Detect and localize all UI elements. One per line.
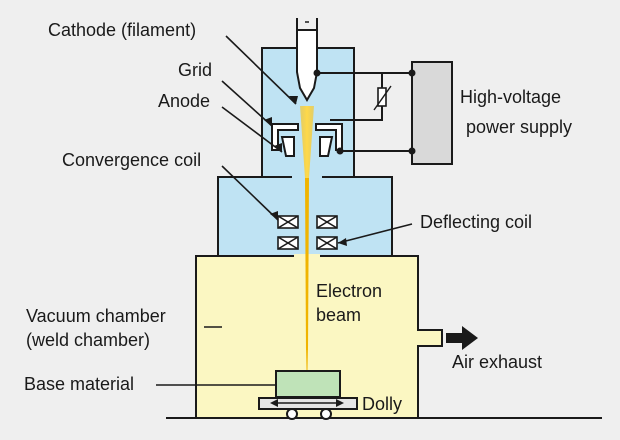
cathode-label: Cathode (filament) bbox=[48, 20, 196, 40]
deflecting-coil-label: Deflecting coil bbox=[420, 212, 532, 232]
gun-lower-column bbox=[217, 176, 393, 257]
dolly-arrow-left-icon bbox=[270, 399, 278, 407]
variable-resistor-icon bbox=[373, 85, 392, 111]
anode-right bbox=[319, 136, 334, 157]
high-voltage-power-supply bbox=[411, 61, 453, 165]
electron-label: Electron bbox=[316, 281, 382, 301]
leader-line bbox=[225, 35, 297, 105]
exhaust-arrow-icon bbox=[446, 326, 478, 350]
leader-arrowhead bbox=[289, 96, 298, 104]
convergence-coil bbox=[277, 215, 338, 229]
cathode-filament bbox=[296, 18, 318, 102]
dolly-label: Dolly bbox=[362, 394, 402, 414]
leader-arrowhead bbox=[274, 143, 282, 152]
dolly-wheel-right bbox=[320, 408, 332, 420]
deflecting-coil bbox=[277, 236, 338, 250]
exhaust-pipe bbox=[418, 329, 443, 347]
leader-arrowhead bbox=[264, 117, 272, 126]
grid-label: Grid bbox=[178, 60, 212, 80]
power-supply-label: power supply bbox=[466, 117, 572, 137]
terminal-dot bbox=[408, 147, 416, 155]
dolly-arrow-right-icon bbox=[336, 399, 344, 407]
beam-label: beam bbox=[316, 305, 361, 325]
leader-line bbox=[221, 80, 273, 127]
convergence-coil-label: Convergence coil bbox=[62, 150, 201, 170]
base-material bbox=[275, 370, 341, 398]
dolly-wheel-left bbox=[286, 408, 298, 420]
terminal-dot bbox=[408, 69, 416, 77]
leader-line bbox=[221, 106, 283, 153]
electron-beam bbox=[300, 106, 314, 178]
leader-line bbox=[221, 165, 279, 221]
high-voltage-label: High-voltage bbox=[460, 87, 561, 107]
terminal-dot bbox=[313, 69, 321, 77]
leader-line bbox=[337, 223, 413, 244]
weld-chamber-label: (weld chamber) bbox=[26, 330, 150, 350]
air-exhaust-label: Air exhaust bbox=[452, 352, 542, 372]
anode-left bbox=[280, 136, 295, 157]
anode-label: Anode bbox=[158, 91, 210, 111]
leader-arrowhead bbox=[338, 238, 347, 246]
leader-arrowhead bbox=[270, 211, 278, 220]
terminal-dot bbox=[336, 147, 344, 155]
vacuum-chamber-label: Vacuum chamber bbox=[26, 306, 166, 326]
base-material-label: Base material bbox=[24, 374, 134, 394]
